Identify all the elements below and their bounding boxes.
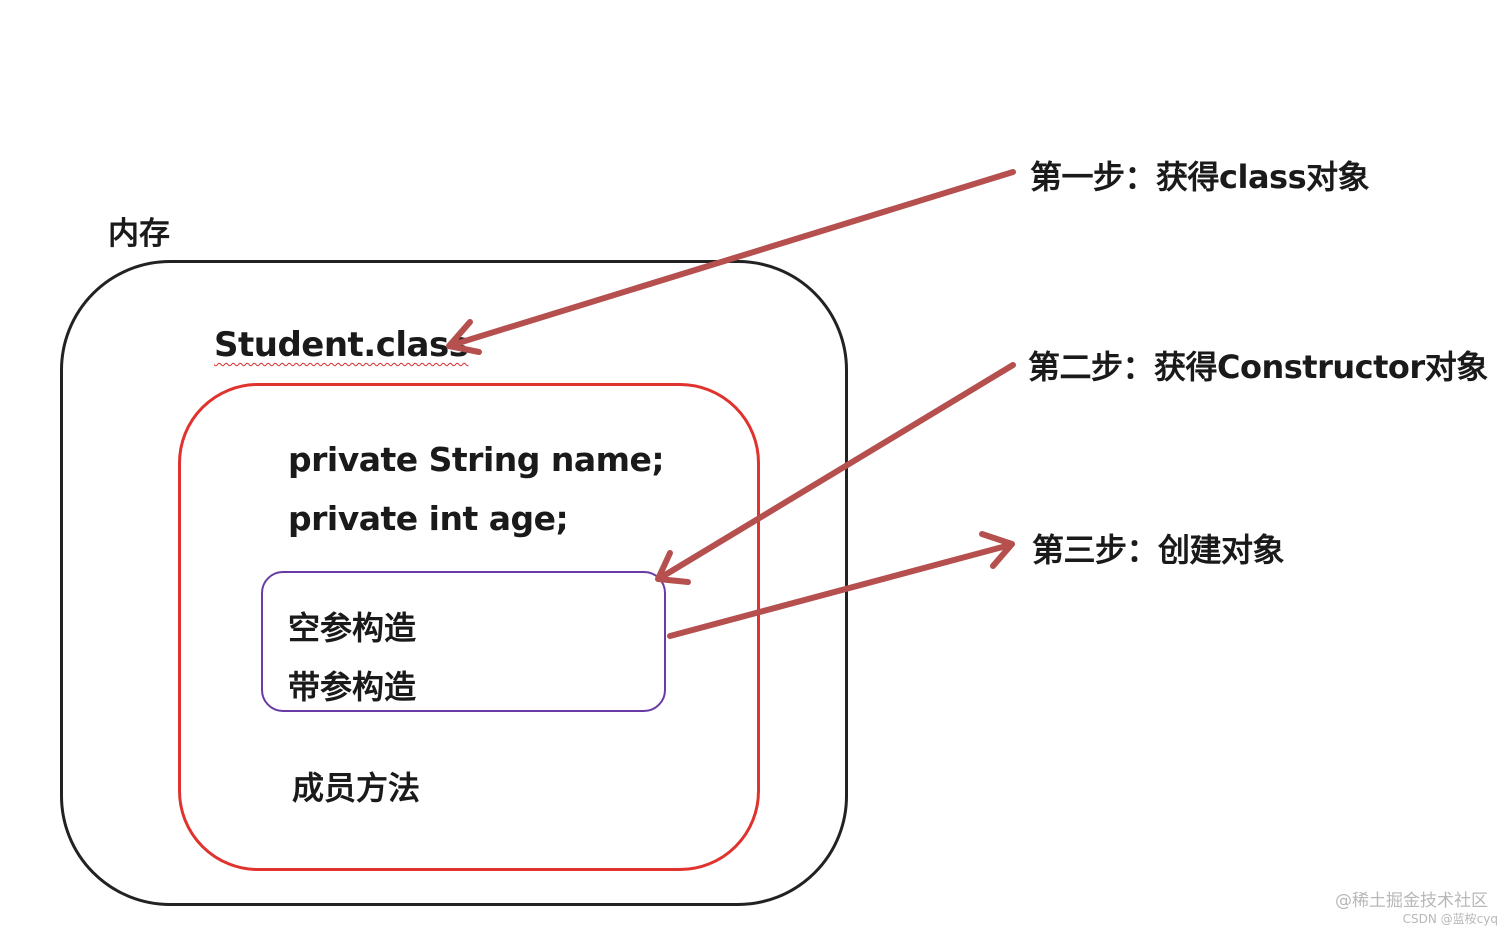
class-name-label: Student.class	[214, 325, 469, 365]
arrow-step2	[655, 362, 1016, 585]
memory-label: 内存	[108, 216, 170, 252]
memory-box	[60, 260, 848, 906]
step-2-label: 第二步：获得Constructor对象	[1028, 348, 1488, 386]
constructor-with-args: 带参构造	[288, 668, 417, 706]
watermark: @稀土掘金技术社区	[1335, 891, 1488, 911]
field-age: private int age;	[288, 499, 569, 538]
step-1-label: 第一步：获得class对象	[1030, 158, 1370, 196]
step-3-label: 第三步：创建对象	[1032, 531, 1285, 569]
class-box	[178, 383, 760, 871]
constructor-no-args: 空参构造	[288, 609, 417, 647]
arrow-step3	[667, 531, 1015, 639]
constructor-box	[261, 571, 666, 712]
arrow-step1	[446, 169, 1016, 355]
field-name: private String name;	[288, 440, 665, 479]
member-methods-label: 成员方法	[292, 769, 421, 807]
credit-text: CSDN @蓝桉cyq	[1402, 912, 1498, 926]
